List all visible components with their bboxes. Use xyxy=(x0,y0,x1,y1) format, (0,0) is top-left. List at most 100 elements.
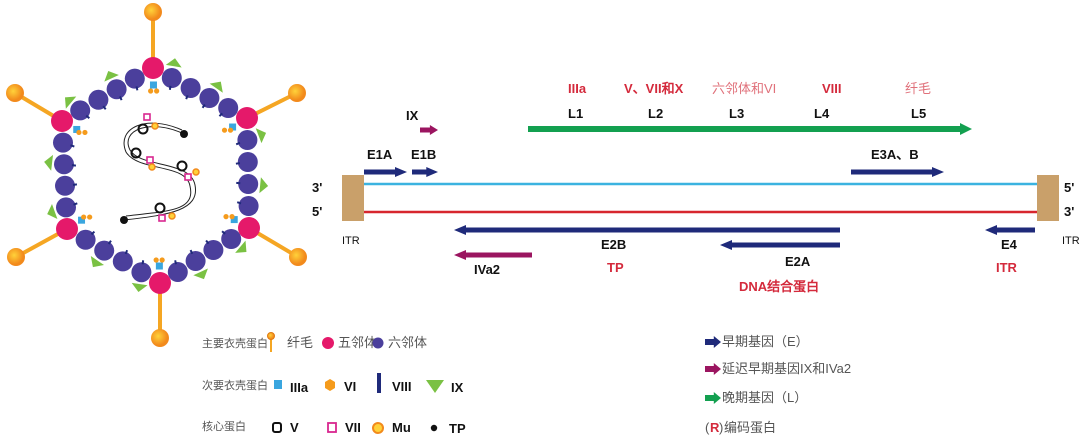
protein-iiia xyxy=(149,81,157,89)
penton-icon xyxy=(322,337,334,349)
terminal-protein xyxy=(120,216,128,224)
hexon xyxy=(221,229,242,249)
legend-mu: Mu xyxy=(392,420,411,435)
protein-ix xyxy=(235,240,247,253)
hexon xyxy=(203,240,224,260)
legend-ix: IX xyxy=(451,380,464,395)
protein-vi xyxy=(87,214,93,220)
protein-viii xyxy=(235,162,241,165)
encoded-protein-tp: TP xyxy=(607,260,624,275)
e1a-gene-arrow xyxy=(364,167,407,177)
legend: 主要衣壳蛋白 纤毛 五邻体 六邻体 次要衣壳蛋白 IIIa VI VIII IX… xyxy=(202,332,851,436)
protein-vi xyxy=(76,129,82,136)
terminal-protein xyxy=(180,130,188,138)
late-protein-label: V、VII和X xyxy=(624,81,684,96)
encoded-protein-dbp: DNA结合蛋白 xyxy=(739,279,819,294)
hexon xyxy=(161,68,182,88)
legend-core-label: 核心蛋白 xyxy=(202,419,246,433)
gene-label-e3: E3A、B xyxy=(871,147,919,162)
hexon xyxy=(70,100,91,121)
protein-ix xyxy=(131,282,148,292)
fiber-knob xyxy=(288,84,306,102)
protein-viii xyxy=(90,230,96,236)
e2b-gene-arrow xyxy=(454,225,840,235)
hexon xyxy=(131,262,152,283)
gene-label-e1a: E1A xyxy=(367,147,393,162)
gene-label-ix: IX xyxy=(406,108,419,123)
protein-viii xyxy=(141,260,145,265)
penton xyxy=(56,218,78,240)
fiber-knob xyxy=(151,329,169,347)
iva2-gene-arrow xyxy=(454,250,532,260)
itr-left-label: ITR xyxy=(342,235,360,247)
protein-ix xyxy=(165,58,182,68)
protein-viii xyxy=(73,202,78,206)
early-gene-legend-arrow xyxy=(705,336,721,348)
protein-ix xyxy=(64,96,77,109)
protein-viii xyxy=(185,95,189,100)
gene-label-iva2: IVa2 xyxy=(474,262,500,277)
protein-viii xyxy=(221,230,226,235)
genome-map: 3' 5' 5' 3' ITR ITR IIIa V、VII和X 六邻体和VI … xyxy=(312,81,1080,294)
late-unit-label: L1 xyxy=(568,106,583,121)
protein-viii xyxy=(189,249,194,255)
penton xyxy=(149,272,171,294)
core-protein-vii xyxy=(158,214,166,222)
protein-viii xyxy=(168,85,172,91)
fiber-knob xyxy=(289,248,307,266)
core-protein-vii xyxy=(143,113,151,121)
viii-icon xyxy=(377,373,381,393)
hexon xyxy=(238,196,259,216)
legend-minor-label: 次要衣壳蛋白 xyxy=(202,378,268,392)
core-protein-mu xyxy=(148,163,156,171)
core-protein-vii xyxy=(146,156,154,164)
protein-viii xyxy=(124,249,129,255)
dna-strand xyxy=(123,126,197,221)
core-protein-vii xyxy=(184,173,192,181)
hexon xyxy=(237,130,258,150)
hexon xyxy=(199,88,220,108)
protein-ix xyxy=(90,255,105,268)
protein-ix xyxy=(47,203,58,219)
protein-vi xyxy=(153,257,159,263)
core-protein-mu xyxy=(168,212,176,220)
hexon xyxy=(56,197,76,218)
legend-encoded-mark: R xyxy=(710,420,720,435)
hexon xyxy=(75,229,96,250)
late-gene-legend-arrow xyxy=(705,392,721,404)
legend-fiber: 纤毛 xyxy=(287,335,313,350)
protein-vi xyxy=(229,214,235,220)
e1b-gene-arrow xyxy=(412,167,438,177)
late-protein-label: 纤毛 xyxy=(905,81,931,96)
protein-ix xyxy=(104,71,119,82)
hexon-icon xyxy=(372,337,384,349)
fiber-knob xyxy=(6,84,24,102)
ix-gene-arrow xyxy=(420,125,438,135)
legend-encoded: 编码蛋白 xyxy=(724,420,776,435)
hexon xyxy=(185,251,206,271)
protein-iiia xyxy=(73,125,81,133)
protein-vi xyxy=(227,127,234,133)
protein-vi xyxy=(154,88,160,94)
virion-illustration xyxy=(6,3,307,347)
core-protein-v xyxy=(130,147,142,159)
fiber-knob xyxy=(7,248,25,266)
late-unit-label: L3 xyxy=(729,106,744,121)
hexon xyxy=(54,154,74,175)
core-protein-mu xyxy=(151,122,159,130)
protein-ix xyxy=(44,154,54,171)
legend-v: V xyxy=(290,420,299,435)
legend-encoded-close: ) xyxy=(719,420,723,435)
ix-icon xyxy=(426,380,444,393)
hexon xyxy=(167,262,188,282)
core-protein-v xyxy=(137,123,149,135)
protein-viii xyxy=(235,141,241,146)
late-unit-label: L5 xyxy=(911,106,926,121)
itr-right-label: ITR xyxy=(1062,235,1080,247)
hexon xyxy=(94,240,115,261)
hexon xyxy=(53,132,73,153)
core-protein-v xyxy=(176,160,188,172)
protein-ix xyxy=(193,268,208,280)
legend-delayed: 延迟早期基因IX和IVa2 xyxy=(722,361,851,376)
